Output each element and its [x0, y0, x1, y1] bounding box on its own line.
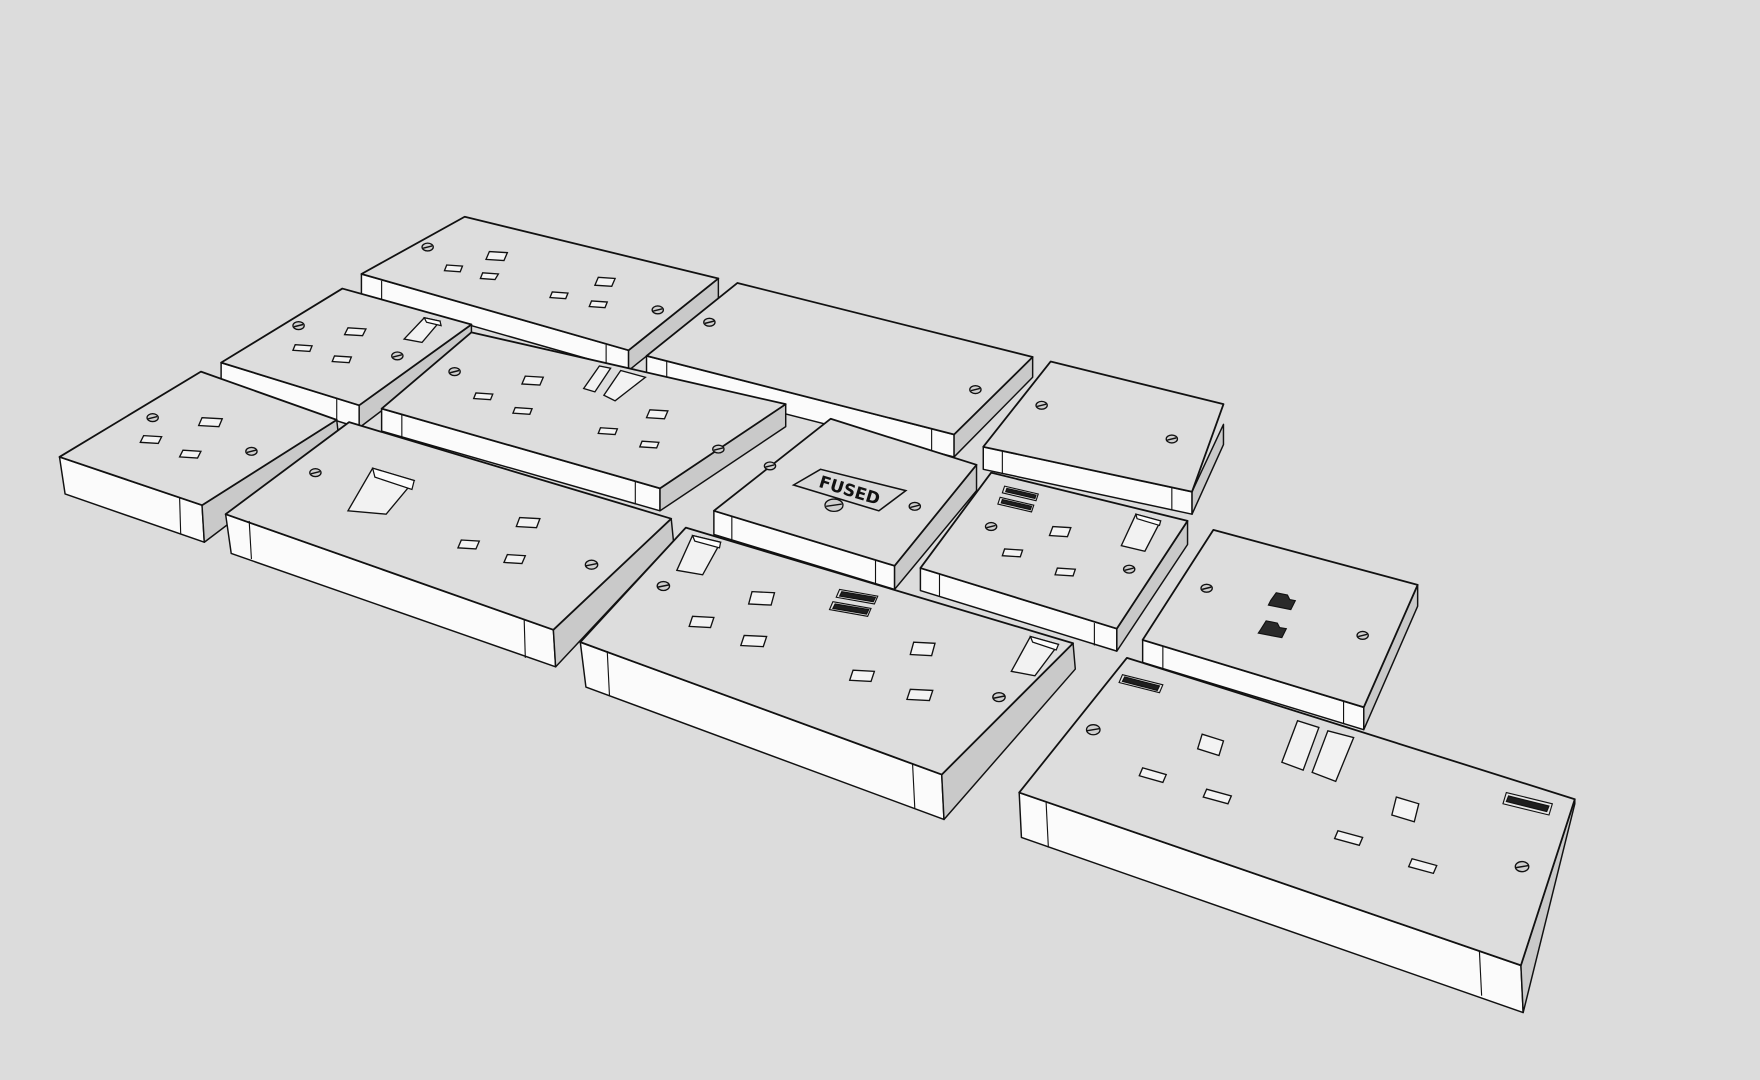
fuse-screw-icon	[824, 498, 844, 513]
screw-icon	[309, 468, 322, 478]
screw-icon	[245, 446, 258, 456]
plate-double-switched-socket-center	[380, 331, 787, 512]
screw-icon	[146, 413, 159, 423]
screw-icon	[703, 317, 716, 327]
screw-icon	[1356, 630, 1369, 641]
rocker-switch	[675, 534, 722, 576]
plate-single-switched-socket	[220, 287, 473, 429]
screw-icon	[712, 444, 725, 454]
screw-icon	[584, 559, 599, 570]
screw-icon	[1200, 583, 1213, 593]
rocker-switch	[402, 316, 442, 344]
usb-port-icon	[1118, 674, 1164, 694]
screw-icon	[1514, 860, 1530, 873]
rocker-switch	[346, 467, 416, 515]
plate-blank-single	[982, 360, 1225, 515]
socket-holes	[443, 250, 617, 309]
screw-icon	[992, 691, 1006, 703]
plate-blank-double	[645, 282, 1034, 458]
screw-icon	[292, 321, 305, 331]
screw-icon	[651, 305, 665, 315]
usb-port-icon	[997, 485, 1039, 513]
twin-rocker-switch	[1280, 719, 1355, 783]
plate-fused-spur: FUSED	[712, 417, 978, 591]
plate-usb-double-socket-large	[1018, 656, 1576, 1014]
plate-data-outlet	[1141, 528, 1419, 731]
screw-icon	[391, 351, 404, 361]
plate-usb-switched-socket	[919, 471, 1189, 652]
screw-icon	[656, 580, 671, 592]
usb-port-icon	[828, 588, 879, 617]
screw-icon	[1122, 564, 1136, 574]
screw-icon	[969, 384, 982, 395]
screw-icon	[908, 501, 922, 511]
screw-icon	[763, 461, 777, 471]
screw-icon	[1035, 400, 1048, 410]
screw-icon	[1085, 723, 1101, 736]
screw-icon	[421, 242, 434, 252]
screw-icon	[1165, 434, 1179, 444]
rocker-switch	[1010, 635, 1060, 677]
rocker-switch	[1120, 513, 1162, 553]
screw-icon	[984, 521, 998, 532]
screw-icon	[448, 367, 461, 377]
plate-usb-double-socket-front	[579, 526, 1077, 821]
twin-rocker-switch	[582, 365, 647, 402]
usb-port-icon	[1502, 791, 1554, 816]
rj-port-icon	[1257, 592, 1297, 639]
plate-switched-socket-wide	[224, 421, 675, 668]
plate-double-socket-back	[360, 215, 720, 372]
